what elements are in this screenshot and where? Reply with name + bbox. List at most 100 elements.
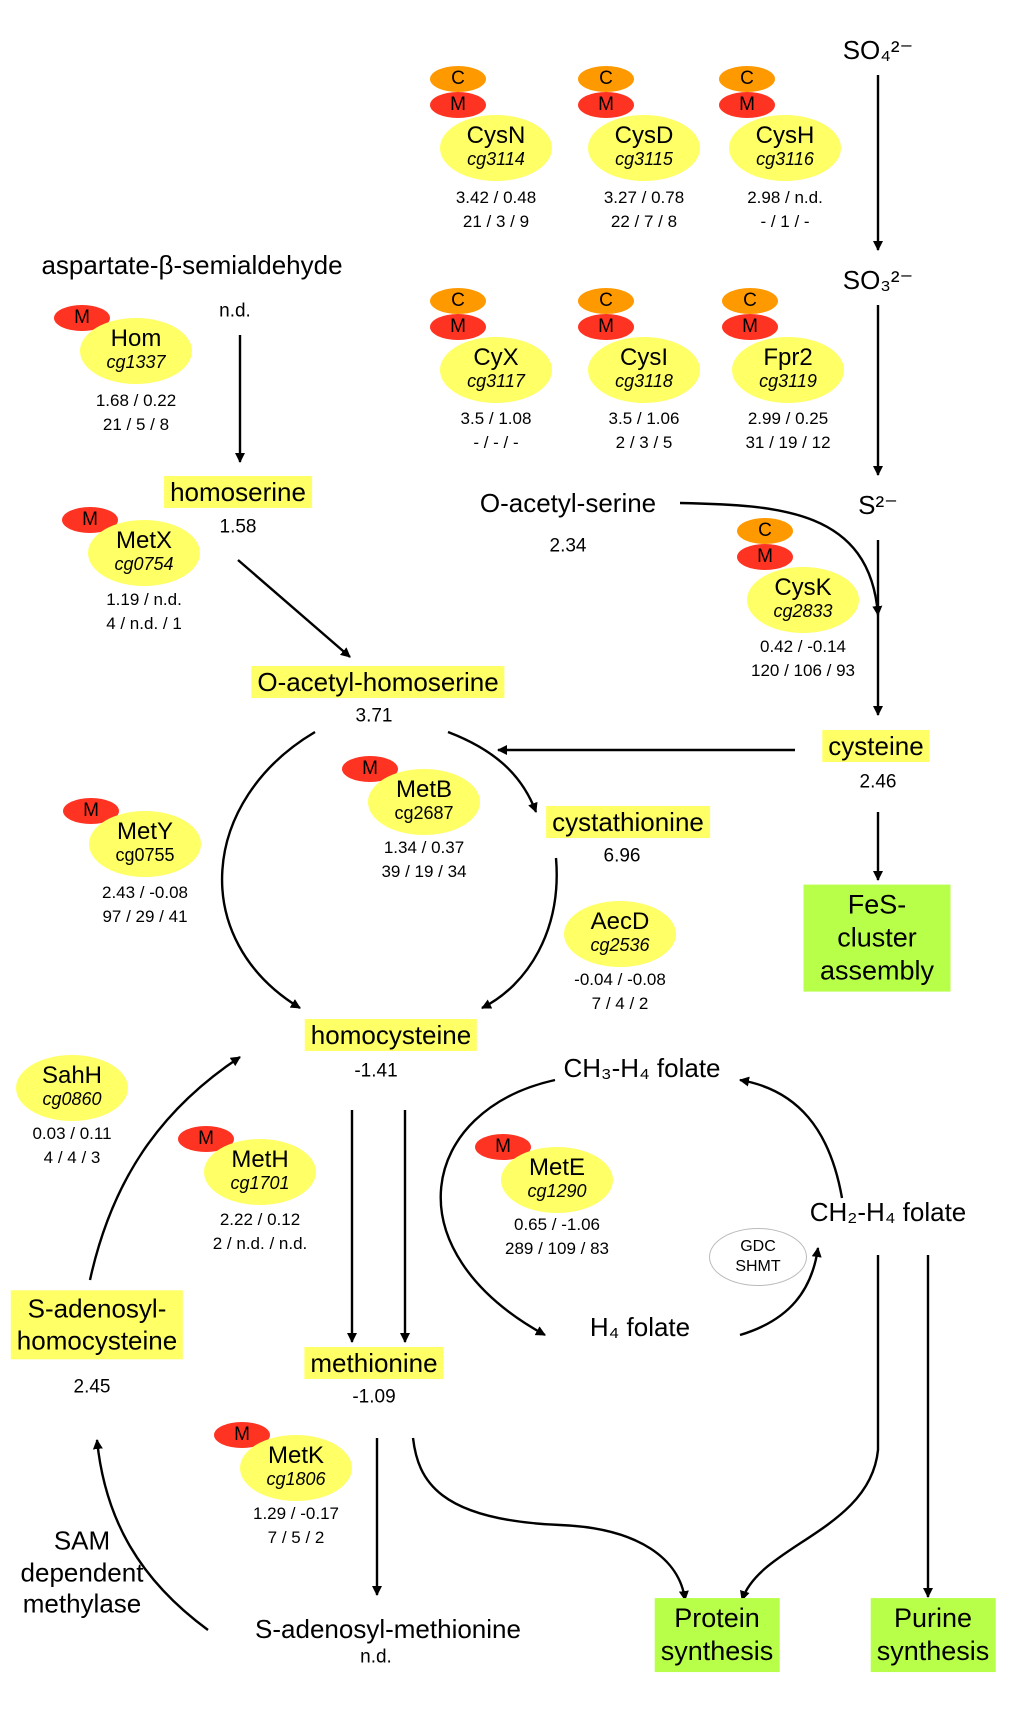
cysd-stats-line1: 3.27 / 0.78 [603, 188, 685, 207]
cysn-stats-line1: 3.42 / 0.48 [455, 188, 537, 207]
sahh-gene-id: cg0860 [42, 1089, 102, 1109]
arrow-sah-to-homocysteine [88, 1055, 241, 1281]
mety-stats-line1: 2.43 / -0.08 [101, 883, 189, 902]
aspartate-semialdehyde-value: n.d. [219, 300, 251, 322]
fpr2-c-badge: C [722, 288, 778, 314]
aecd-enzyme-name: AecD [590, 908, 650, 935]
shmt-label: SHMT [735, 1258, 781, 1275]
metx-stats: 1.19 / n.d.4 / n.d. / 1 [106, 588, 182, 636]
cysn-stats-line2: 21 / 3 / 9 [462, 212, 530, 231]
meth-stats-line1: 2.22 / 0.12 [219, 1210, 301, 1229]
cysd-gene-id: cg3115 [615, 149, 673, 169]
purine-synthesis-box: Purine synthesis [870, 1598, 996, 1672]
arrow-ch2folate-to-protein [740, 1255, 880, 1601]
arrow-ch3folate-to-h4folate [439, 1078, 556, 1337]
aecd-stats-line2: 7 / 4 / 2 [591, 994, 649, 1013]
cysn-gene-id: cg3114 [467, 149, 525, 169]
sam-dependent-methylase-label: SAM dependent methylase [20, 1525, 144, 1619]
metb-gene-id: cg2687 [394, 803, 454, 823]
cysh-stats-line2: - / 1 / - [760, 212, 810, 231]
mety-gene-id: cg0755 [115, 845, 175, 865]
sahh-enzyme-name: SahH [41, 1062, 103, 1089]
hom-stats-line2: 21 / 5 / 8 [102, 415, 170, 434]
cysh-stats: 2.98 / n.d.- / 1 / - [747, 186, 823, 234]
metk-stats-line2: 7 / 5 / 2 [267, 1528, 325, 1547]
s-adenosyl-methionine-value: n.d. [360, 1646, 392, 1668]
sahh-stats-line1: 0.03 / 0.11 [32, 1124, 112, 1143]
mety-enzyme-name: MetY [116, 818, 173, 845]
sahh-stats-line2: 4 / 4 / 3 [43, 1148, 101, 1167]
sahh-stats: 0.03 / 0.11 4 / 4 / 3 [32, 1122, 111, 1170]
metb-stats-line2: 39 / 19 / 34 [381, 862, 467, 881]
gdc-shmt-ellipse: GDC SHMT [709, 1228, 807, 1286]
meth-enzyme-name: MetH [231, 1146, 289, 1173]
cyx-enzyme-name: CyX [473, 344, 519, 371]
cysi-gene-id: cg3118 [615, 371, 673, 391]
metk-enzyme-name: MetK [267, 1442, 324, 1469]
cystathionine-label: cystathionine [546, 806, 710, 838]
protein-synthesis-box: Protein synthesis [654, 1598, 780, 1672]
cysh-c-badge: C [719, 66, 775, 92]
arrow-oas-to-cysteine [679, 501, 883, 616]
sulfide-label: S²⁻ [858, 490, 898, 520]
s-adenosyl-homocysteine-label: S-adenosyl- homocysteine [10, 1290, 184, 1360]
cysk-stats-line2: 120 / 106 / 93 [751, 661, 855, 680]
mete-enzyme-name: MetE [528, 1154, 585, 1181]
cyx-stats-line1: 3.5 / 1.08 [460, 409, 532, 428]
hom-stats-line1: 1.68 / 0.22 [95, 391, 177, 410]
cyx-c-badge: C [430, 288, 486, 314]
hom-stats: 1.68 / 0.22 21 / 5 / 8 [96, 389, 176, 437]
methionine-label: methionine [304, 1347, 444, 1379]
metx-enzyme-name: MetX [115, 527, 172, 554]
methyl-folate-label: CH₃-H₄ folate [563, 1053, 721, 1083]
fpr2-enzyme-name: Fpr2 [763, 344, 813, 371]
metx-gene-id: cg0754 [114, 554, 174, 574]
cyx-gene-id: cg3117 [467, 371, 525, 391]
aspartate-semialdehyde-label: aspartate-β-semialdehyde [41, 250, 343, 280]
cysk-m-badge: M [737, 544, 793, 570]
sulfate-label: SO₄²⁻ [842, 35, 914, 65]
fpr2-stats-line1: 2.99 / 0.25 [747, 409, 829, 428]
aecd-gene-id: cg2536 [590, 935, 650, 955]
metx-stats-line1: 1.19 / n.d. [106, 590, 182, 609]
s-adenosyl-methionine-label: S-adenosyl-methionine [255, 1614, 521, 1644]
homocysteine-label: homocysteine [304, 1019, 478, 1051]
cysd-c-badge: C [578, 66, 634, 92]
cysn-stats: 3.42 / 0.48 21 / 3 / 9 [456, 186, 536, 234]
cyx-stats: 3.5 / 1.08 - / - / - [461, 407, 532, 455]
o-acetyl-serine-value: 2.34 [549, 535, 587, 557]
meth-gene-id: cg1701 [230, 1173, 290, 1193]
cysteine-label: cysteine [822, 730, 930, 762]
cysi-enzyme-name: CysI [620, 344, 668, 371]
cysn-enzyme-name: CysN [466, 122, 526, 149]
o-acetyl-homoserine-label: O-acetyl-homoserine [251, 666, 505, 698]
cysi-stats-line2: 2 / 3 / 5 [615, 433, 673, 452]
gdc-label: GDC [740, 1238, 776, 1255]
cyx-stats-line2: - / - / - [473, 433, 519, 452]
arrow-ch2folate-to-ch3folate [739, 1076, 844, 1199]
methionine-value: -1.09 [352, 1386, 396, 1408]
homoserine-value: 1.58 [219, 516, 257, 538]
arrow-homoserine-to-oah [237, 559, 351, 658]
cysh-enzyme-name: CysH [755, 122, 815, 149]
